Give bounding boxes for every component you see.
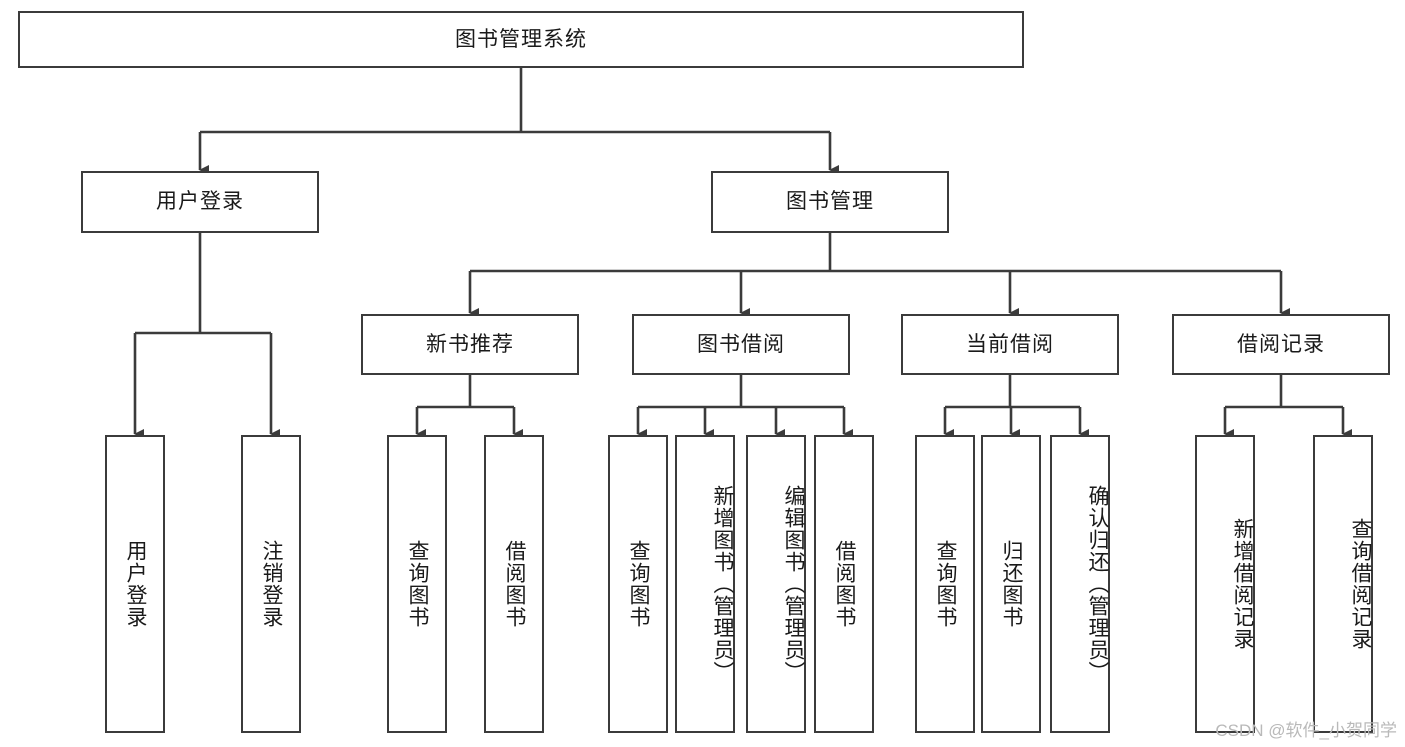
book-borrow-leaf-4[interactable]: 借阅图书	[814, 435, 874, 733]
user-login-leaf-2[interactable]: 注销登录	[241, 435, 301, 733]
current-borrow-leaf-3[interactable]: 确认归还（管理员）	[1050, 435, 1110, 733]
node-group-3[interactable]: 当前借阅	[901, 314, 1119, 375]
node-group-4[interactable]: 借阅记录	[1172, 314, 1390, 375]
node-book-management[interactable]: 图书管理	[711, 171, 949, 233]
node-root[interactable]: 图书管理系统	[18, 11, 1024, 68]
node-group-2[interactable]: 图书借阅	[632, 314, 850, 375]
book-borrow-leaf-2[interactable]: 新增图书（管理员）	[675, 435, 735, 733]
borrow-record-leaf-1[interactable]: 新增借阅记录	[1195, 435, 1255, 733]
current-borrow-leaf-2[interactable]: 归还图书	[981, 435, 1041, 733]
current-borrow-leaf-1[interactable]: 查询图书	[915, 435, 975, 733]
new-book-leaf-1[interactable]: 查询图书	[387, 435, 447, 733]
new-book-leaf-2[interactable]: 借阅图书	[484, 435, 544, 733]
node-group-1[interactable]: 新书推荐	[361, 314, 579, 375]
user-login-leaf-1[interactable]: 用户登录	[105, 435, 165, 733]
book-borrow-leaf-3[interactable]: 编辑图书（管理员）	[746, 435, 806, 733]
node-user-login[interactable]: 用户登录	[81, 171, 319, 233]
book-borrow-leaf-1[interactable]: 查询图书	[608, 435, 668, 733]
borrow-record-leaf-2[interactable]: 查询借阅记录	[1313, 435, 1373, 733]
